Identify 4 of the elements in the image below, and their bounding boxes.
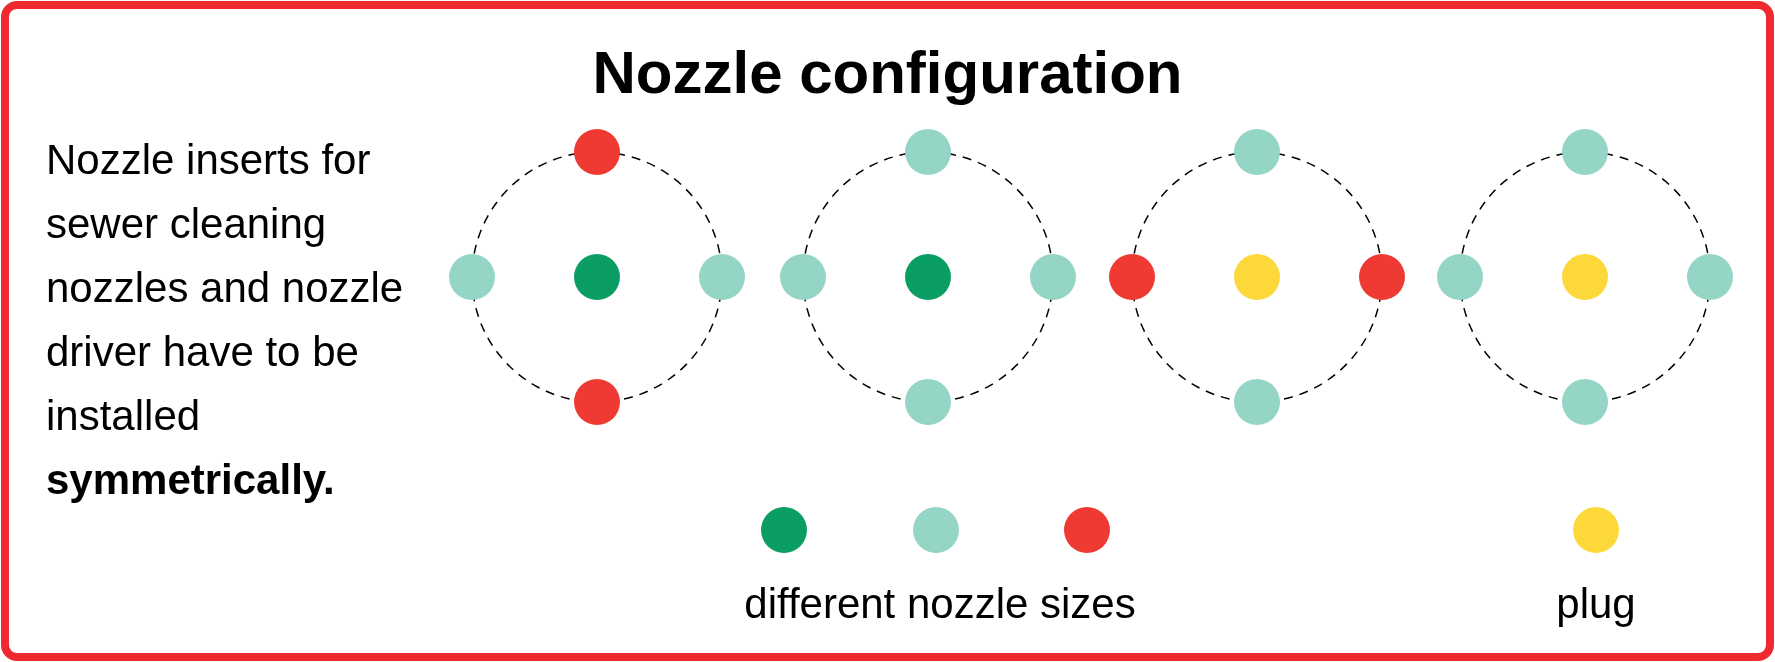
description-text: Nozzle inserts for sewer cleaning nozzles and nozzle driver have to be installed symmetrically.	[46, 135, 405, 505]
legend-label: different nozzle sizes	[744, 580, 1136, 628]
title: Nozzle configuration	[592, 39, 1183, 106]
legend-label: plug	[1556, 580, 1636, 628]
